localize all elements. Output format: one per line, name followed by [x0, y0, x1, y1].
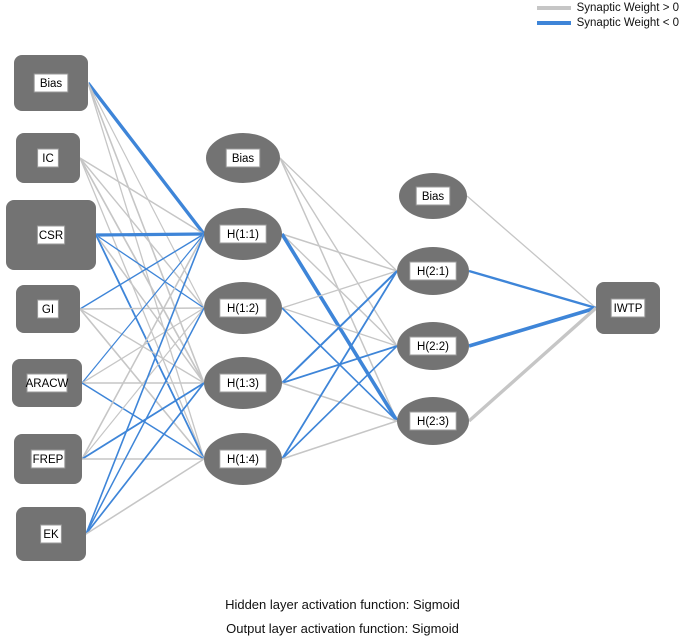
network-node-h1-bias[interactable]: Bias: [206, 133, 280, 183]
synapse-edge: [81, 382, 205, 460]
node-label-plate: [409, 411, 457, 431]
node-label-plate: [219, 298, 267, 318]
node-label-text: H(1:4): [227, 454, 259, 466]
edge-layer: [79, 81, 598, 535]
node-label-text: H(2:1): [417, 266, 449, 278]
output-activation-text: Output layer activation function: Sigmoi…: [226, 621, 459, 636]
network-node-in-ic[interactable]: IC: [16, 133, 80, 183]
synapse-edge: [95, 232, 205, 237]
synapse-edge: [466, 195, 597, 309]
legend: Synaptic Weight > 0 Synaptic Weight < 0: [536, 1, 679, 29]
network-node-h1-3[interactable]: H(1:3): [204, 357, 282, 409]
node-label-text: H(1:2): [227, 303, 259, 315]
synapse-edge: [87, 82, 205, 309]
node-label-plate: [219, 373, 267, 393]
synapse-edge: [87, 82, 205, 460]
node-label-plate: [37, 148, 59, 168]
node-label-text: EK: [43, 529, 59, 541]
synapse-edge: [79, 233, 205, 310]
node-label-text: Bias: [40, 78, 63, 90]
legend-item-positive: Synaptic Weight > 0: [536, 1, 679, 14]
synapse-edge: [467, 306, 598, 423]
synapse-edge: [279, 157, 398, 272]
synapse-edge: [85, 307, 205, 535]
node-label-plate: [409, 261, 457, 281]
node-label-text: IWTP: [614, 303, 643, 315]
node-label-text: H(2:3): [417, 416, 449, 428]
synapse-edge: [86, 81, 206, 236]
synapse-edge: [281, 270, 398, 460]
node-label-plate: [219, 449, 267, 469]
node-label-plate: [30, 449, 66, 469]
network-node-h1-2[interactable]: H(1:2): [204, 282, 282, 334]
synapse-edge: [468, 306, 597, 348]
legend-label-negative: Synaptic Weight < 0: [576, 16, 679, 29]
node-label-plate: [40, 524, 62, 544]
node-label-text: H(1:3): [227, 378, 259, 390]
synapse-edge: [85, 233, 205, 535]
node-label-text: ARACW: [26, 378, 69, 390]
node-label-text: Bias: [232, 153, 255, 165]
legend-label-positive: Synaptic Weight > 0: [576, 1, 679, 14]
network-node-h2-1[interactable]: H(2:1): [397, 247, 469, 295]
node-label-text: IC: [42, 153, 54, 165]
synapse-edge: [85, 382, 205, 535]
node-label-plate: [26, 373, 68, 393]
node-label-text: H(2:2): [417, 341, 449, 353]
synapse-edge: [79, 307, 205, 310]
node-label-plate: [33, 73, 69, 93]
network-node-in-csr[interactable]: CSR: [6, 200, 96, 270]
node-label-text: H(1:1): [227, 229, 259, 241]
synapse-edge: [281, 233, 398, 272]
synapse-edge: [281, 270, 398, 309]
node-label-text: FREP: [33, 454, 64, 466]
network-node-h1-4[interactable]: H(1:4): [204, 433, 282, 485]
synapse-edge: [81, 307, 205, 460]
node-label-plate: [409, 336, 457, 356]
node-label-plate: [219, 224, 267, 244]
node-label-plate: [415, 186, 451, 206]
activation-function-footer: Hidden layer activation function: Sigmoi…: [0, 597, 685, 636]
synapse-edge: [281, 420, 398, 460]
synapse-edge: [281, 270, 398, 384]
network-node-h1-1[interactable]: H(1:1): [204, 208, 282, 260]
synapse-edge: [81, 233, 205, 384]
line-swatch-gray-icon: [536, 5, 571, 10]
line-swatch-blue-icon: [536, 20, 571, 25]
hidden-activation-text: Hidden layer activation function: Sigmoi…: [225, 597, 460, 612]
synapse-edge: [79, 157, 205, 384]
synapse-edge: [95, 234, 205, 309]
network-node-h2-3[interactable]: H(2:3): [397, 397, 469, 445]
node-label-text: GI: [42, 304, 54, 316]
legend-item-negative: Synaptic Weight < 0: [536, 16, 679, 29]
network-node-h2-2[interactable]: H(2:2): [397, 322, 469, 370]
synapse-edge: [281, 345, 398, 460]
node-layer: BiasICCSRGIARACWFREPEKBiasH(1:1)H(1:2)H(…: [6, 55, 660, 561]
node-label-plate: [36, 225, 66, 245]
synapse-edge: [468, 269, 597, 310]
network-node-in-aracw[interactable]: ARACW: [12, 359, 82, 407]
synapse-edge: [81, 233, 205, 460]
node-label-text: CSR: [39, 230, 63, 242]
network-node-out-iwtp[interactable]: IWTP: [596, 282, 660, 334]
network-node-in-gi[interactable]: GI: [16, 285, 80, 333]
network-node-in-bias[interactable]: Bias: [14, 55, 88, 111]
network-node-in-ek[interactable]: EK: [16, 507, 86, 561]
synapse-edge: [79, 157, 205, 235]
node-label-plate: [610, 298, 646, 318]
network-node-in-frep[interactable]: FREP: [14, 434, 82, 484]
node-label-plate: [37, 299, 59, 319]
node-label-text: Bias: [422, 191, 445, 203]
synapse-edge: [95, 234, 205, 460]
network-node-h2-bias[interactable]: Bias: [399, 173, 467, 219]
node-label-plate: [225, 148, 261, 168]
synapse-edge: [85, 458, 205, 535]
